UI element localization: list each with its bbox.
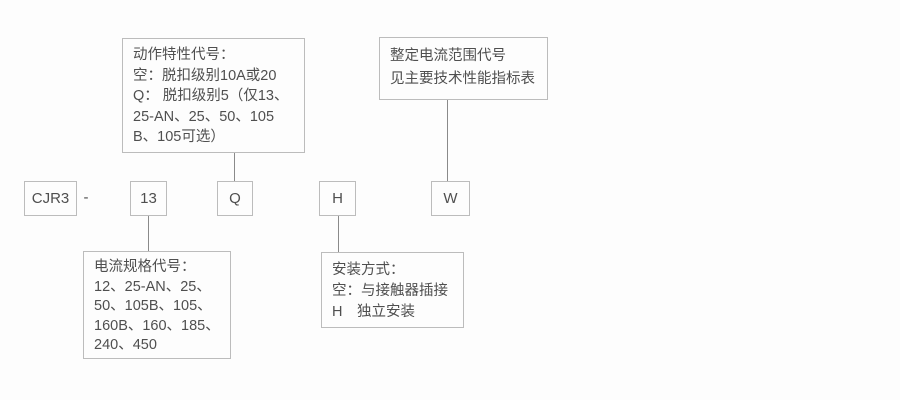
callout-line: 12、25-AN、25、 [94, 278, 211, 295]
callout-line: 整定电流范围代号 [390, 48, 506, 64]
callout-mounting-method: 安装方式： 空：与接触器插接 H 独立安装 [321, 252, 464, 328]
callout-line: 空：脱扣级别10A或20 [133, 67, 277, 84]
callout-line: H 独立安装 [332, 304, 415, 320]
callout-line: 240、450 [94, 337, 157, 353]
callout-current-spec: 电流规格代号： 12、25-AN、25、 50、105B、105、 160B、1… [83, 251, 231, 359]
callout-line: 空：与接触器插接 [332, 283, 448, 299]
code-box-current-range: W [431, 181, 470, 216]
connector-range-to-w [447, 100, 448, 181]
connector-h-to-mount [338, 216, 339, 252]
model-prefix-box: CJR3 [24, 181, 77, 216]
code-box-current-spec: 13 [130, 181, 167, 216]
code-box-mounting: H [319, 181, 356, 216]
callout-line: 50、105B、105、 [94, 298, 212, 314]
callout-line: 电流规格代号： [94, 259, 196, 275]
connector-action-to-q [234, 153, 235, 181]
callout-line: 动作特性代号： [133, 47, 235, 63]
connector-13-to-spec [148, 216, 149, 251]
callout-action-characteristic: 动作特性代号： 空：脱扣级别10A或20 Q： 脱扣级别5（仅13、 25-AN… [122, 38, 305, 153]
callout-current-range: 整定电流范围代号 见主要技术性能指标表 [379, 37, 548, 100]
callout-line: Q： 脱扣级别5（仅13、 [133, 88, 289, 104]
code-box-action-characteristic: Q [217, 181, 253, 216]
callout-line: 25-AN、25、50、105 [133, 108, 275, 125]
callout-line: 160B、160、185、 [94, 317, 220, 334]
callout-line: B、105可选） [133, 129, 225, 145]
model-separator: - [83, 189, 89, 206]
callout-line: 安装方式： [332, 262, 405, 278]
callout-line: 见主要技术性能指标表 [390, 71, 535, 87]
